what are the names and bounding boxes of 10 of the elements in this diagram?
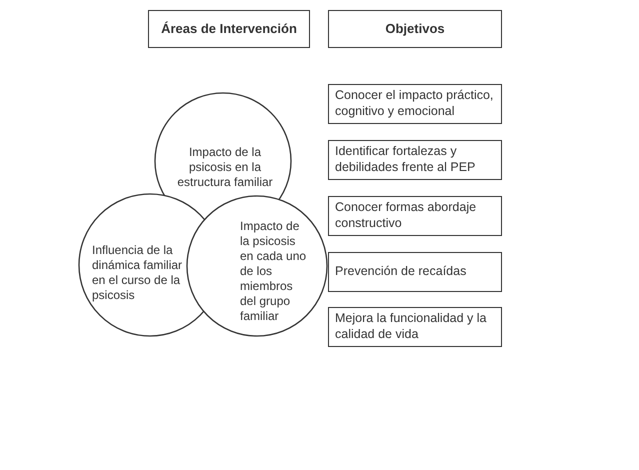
area-label: Influencia de la dinámica familiar en el curso de la psicosis [92,243,184,303]
objective-box: Prevención de recaídas [328,252,502,292]
area-label: Impacto de la psicosis en la estructura familiar [176,145,274,190]
objective-box: Conocer formas abordaje constructivo [328,196,502,236]
objective-box: Mejora la funcionalidad y la calidad de vida [328,307,502,347]
objective-box: Conocer el impacto práctico, cognitivo y emocional [328,84,502,124]
objective-box: Identificar fortalezas y debilidades frente al PEP [328,140,502,180]
header-box: Áreas de Intervención [148,10,310,48]
header-box: Objetivos [328,10,502,48]
area-label: Impacto de la psicosis en cada uno de los miembros del grupo familiar [240,219,308,324]
